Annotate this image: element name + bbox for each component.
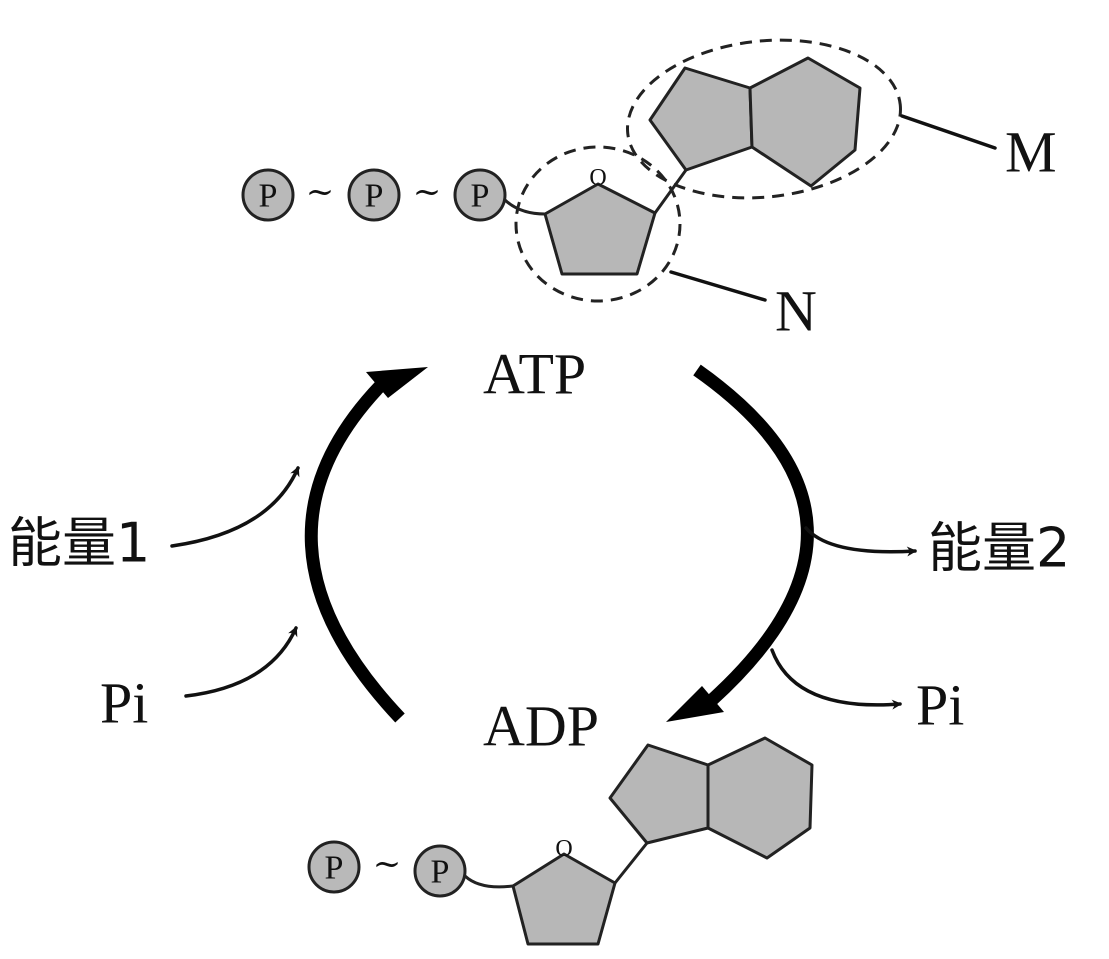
atp-adenine-five-ring [648, 66, 754, 172]
adp-phosphate-2: P [413, 844, 467, 898]
atp-high-energy-bond-2: ~ [413, 172, 442, 212]
svg-text:P: P [365, 178, 384, 215]
label-energy-1: 能量1 [8, 512, 150, 575]
atp-phosphate-1: P [241, 168, 295, 222]
energy-1-input: 能量1 [8, 466, 300, 575]
svg-text:P: P [431, 854, 450, 891]
adp-ribose-ring [511, 852, 617, 946]
adp-ring-oxygen: O [555, 836, 572, 862]
adp-sugar-base-bond [613, 841, 649, 885]
adp-high-energy-bond: ~ [373, 844, 402, 884]
label-pi-out: Pi [916, 673, 964, 738]
label-adp: ADP [483, 694, 599, 759]
label-energy-2: 能量2 [928, 517, 1070, 580]
hydrolysis-arrow [666, 364, 814, 722]
atp-sugar-base-bond [653, 168, 688, 215]
adp-phosphate-sugar-bond [463, 874, 515, 889]
svg-text:P: P [325, 850, 344, 887]
label-atp: ATP [483, 342, 586, 407]
leader-line-m [900, 114, 997, 150]
adp-phosphate-1: P [307, 840, 361, 894]
atp-adenine-six-ring [748, 56, 862, 188]
svg-text:P: P [259, 178, 278, 215]
adp-molecule: P ~ P O [307, 736, 814, 946]
atp-ribose-ring [543, 182, 657, 276]
atp-phosphate-3: P [453, 168, 507, 222]
atp-molecule: P ~ P ~ P O M N [241, 38, 1057, 344]
region-m-dashed-outline [626, 38, 902, 200]
pi-input: Pi [100, 626, 298, 736]
region-n-dashed-outline [514, 145, 682, 303]
label-pi-in: Pi [100, 671, 148, 736]
atp-phosphate-sugar-bond [503, 198, 547, 216]
adp-adenine-five-ring [608, 743, 710, 845]
adp-adenine-six-ring [706, 736, 814, 860]
atp-ring-oxygen: O [589, 165, 606, 191]
label-m: M [1005, 120, 1057, 185]
energy-2-output: 能量2 [804, 517, 1070, 580]
svg-text:P: P [471, 178, 490, 215]
synthesis-arrow [304, 367, 428, 723]
leader-line-n [669, 270, 767, 302]
atp-phosphate-2: P [347, 168, 401, 222]
pi-output: Pi [770, 648, 964, 738]
label-n: N [775, 279, 817, 344]
atp-high-energy-bond-1: ~ [306, 172, 335, 212]
